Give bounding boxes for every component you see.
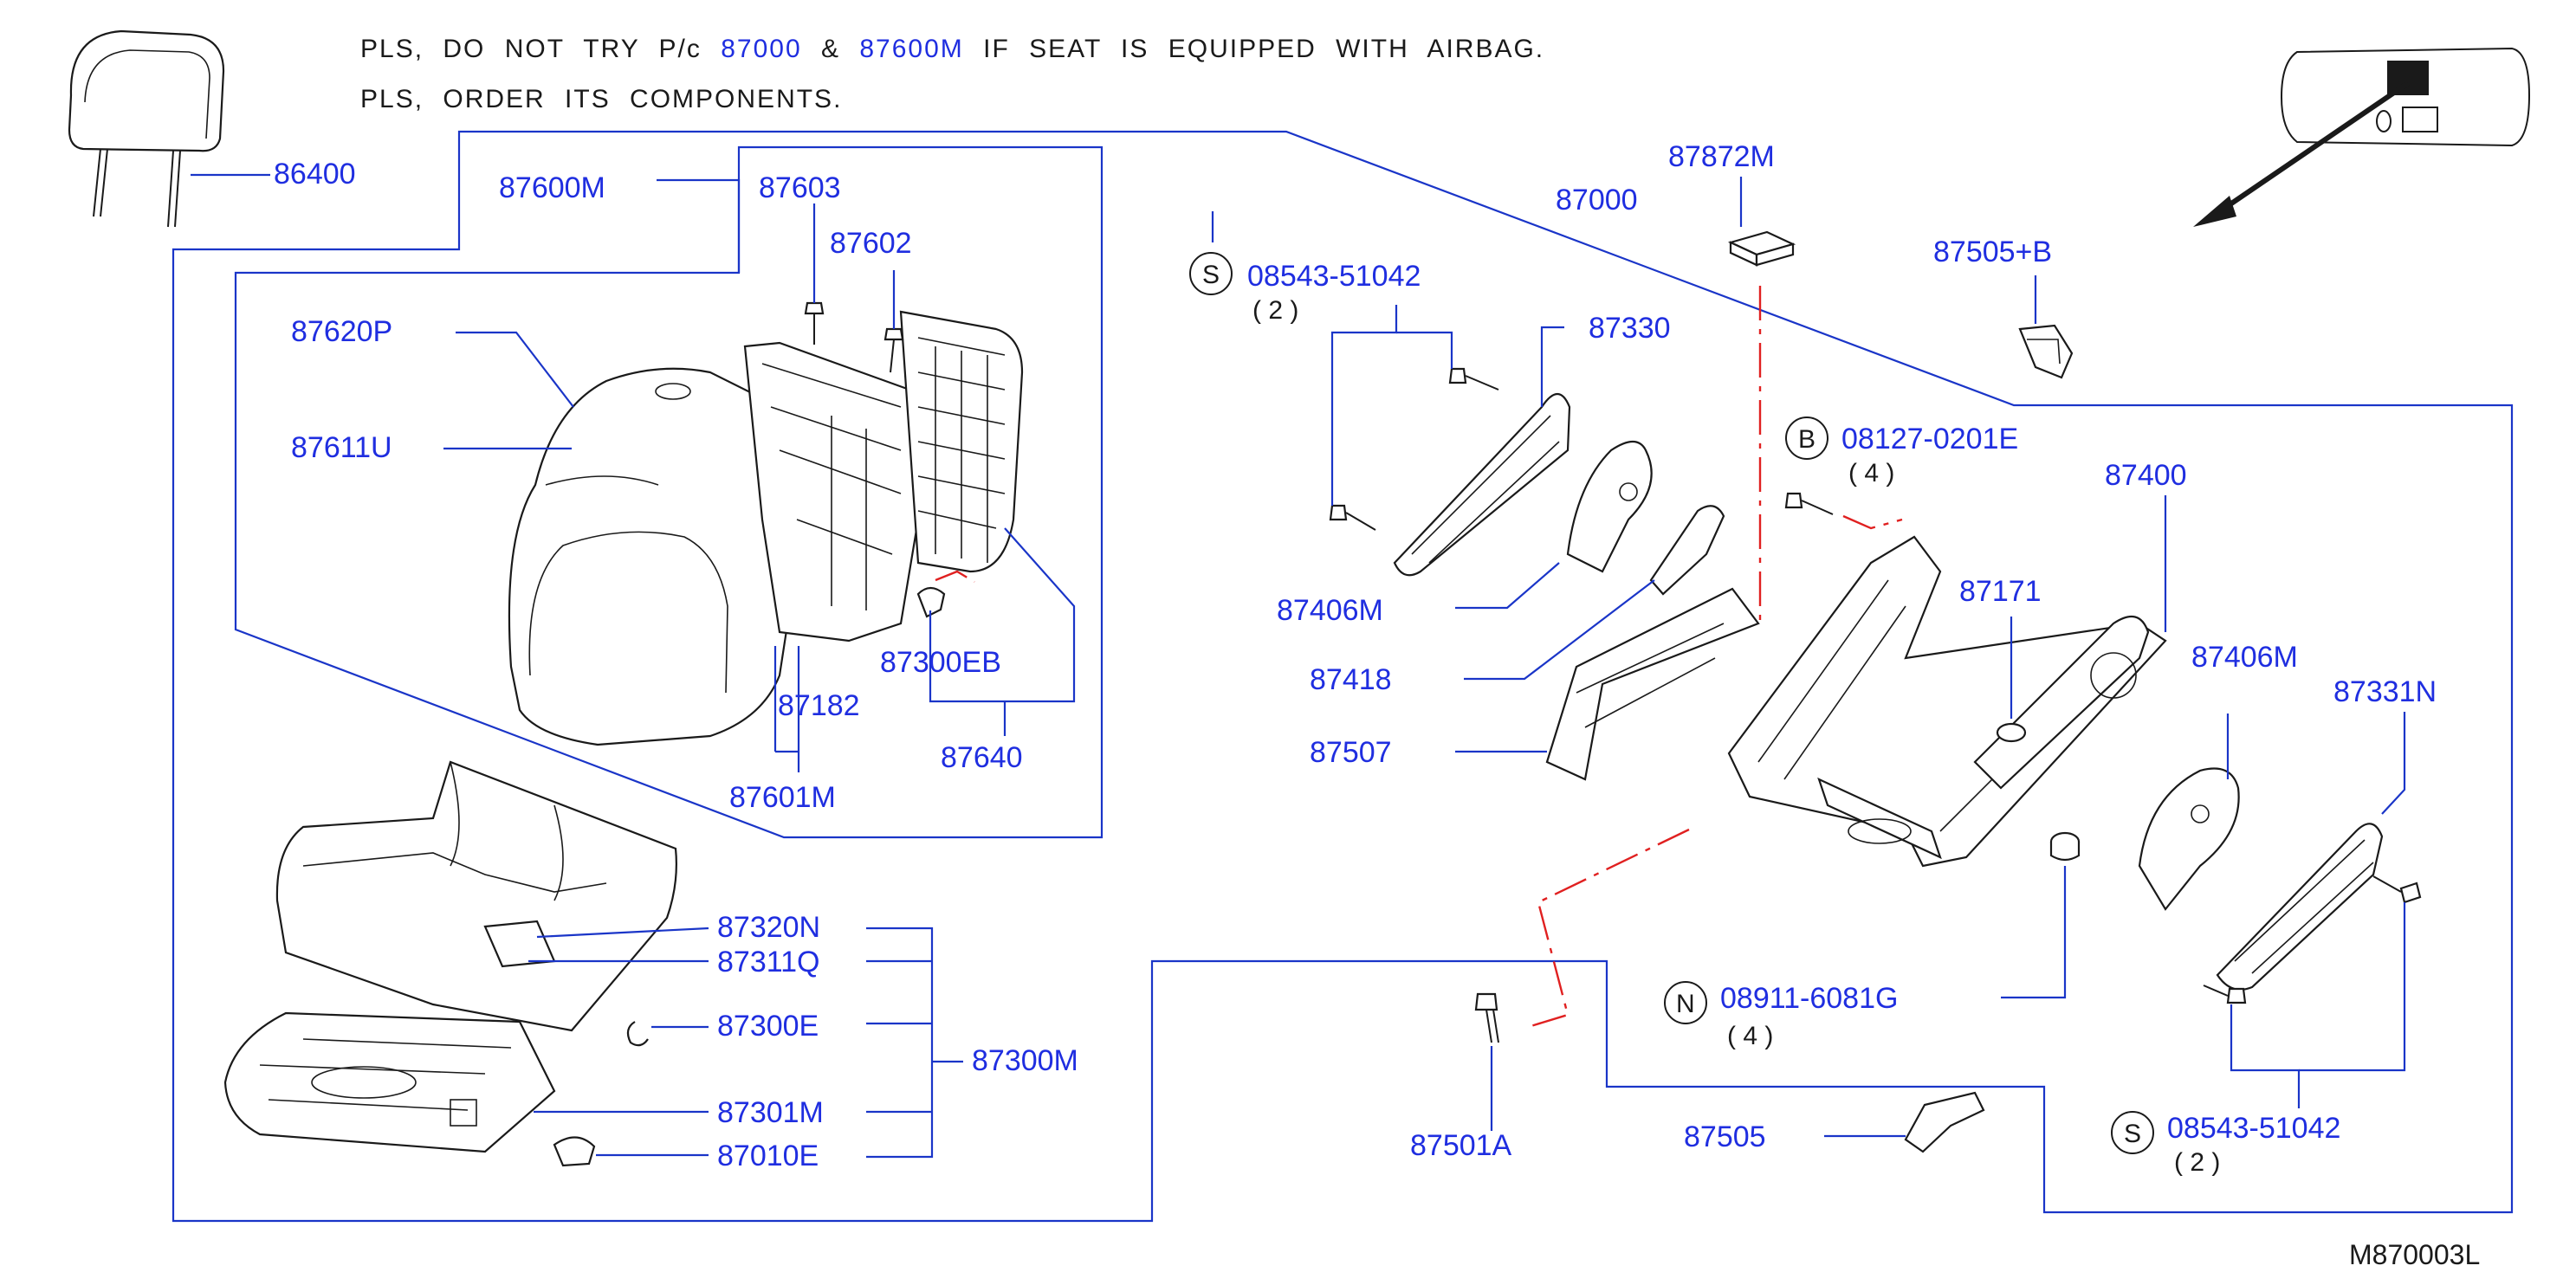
callout-87301M[interactable]: 87301M (717, 1096, 824, 1129)
diagram-code: M870003L (2349, 1239, 2480, 1270)
callout-labels: 86400 87600M 87603 87602 87620P 87611U 8… (274, 140, 2437, 1172)
callout-87611U[interactable]: 87611U (291, 431, 392, 464)
callout-87600M[interactable]: 87600M (499, 171, 605, 204)
callout-08127-0201E[interactable]: 08127-0201E (1841, 423, 2018, 455)
callout-87000[interactable]: 87000 (1556, 184, 1638, 216)
seat-cushion-drawing (223, 760, 677, 1167)
note-ampersand: & (821, 35, 841, 63)
callout-87010E[interactable]: 87010E (717, 1140, 819, 1172)
headrest-drawing (68, 29, 225, 228)
callout-87311Q[interactable]: 87311Q (717, 946, 819, 978)
group-boundaries (172, 130, 2514, 1223)
callout-87640[interactable]: 87640 (941, 741, 1023, 774)
callout-87620P[interactable]: 87620P (291, 315, 392, 348)
callout-87330[interactable]: 87330 (1589, 312, 1671, 345)
symbol-s-bottom: S (2124, 1120, 2141, 1148)
callout-86400[interactable]: 86400 (274, 158, 356, 190)
symbol-b: B (1798, 425, 1815, 454)
quantity-s-top: ( 2 ) (1252, 296, 1298, 325)
callout-87406M-left[interactable]: 87406M (1277, 594, 1383, 627)
note-text-post: IF SEAT IS EQUIPPED WITH AIRBAG. (983, 35, 1545, 63)
note-part-87600M[interactable]: 87600M (859, 35, 964, 63)
seat-frame-drawing (1329, 230, 2422, 1153)
callout-87171[interactable]: 87171 (1959, 575, 2042, 608)
callout-87501A[interactable]: 87501A (1410, 1129, 1512, 1162)
callout-87601M[interactable]: 87601M (729, 781, 836, 814)
callout-87872M[interactable]: 87872M (1668, 140, 1775, 173)
callout-87505[interactable]: 87505 (1684, 1120, 1766, 1153)
callout-87182[interactable]: 87182 (778, 689, 860, 722)
note-line-2: PLS, ORDER ITS COMPONENTS. (360, 85, 843, 113)
callout-87300M[interactable]: 87300M (972, 1044, 1078, 1077)
callout-87603[interactable]: 87603 (759, 171, 841, 204)
quantity-s-bottom: ( 2 ) (2174, 1148, 2220, 1177)
callout-87505B[interactable]: 87505+B (1933, 236, 2052, 268)
callout-87406M-right[interactable]: 87406M (2191, 641, 2298, 674)
note-line-1: PLS, DO NOT TRY P/c 87000 & 87600M IF SE… (360, 35, 1544, 64)
note-text-pre: PLS, DO NOT TRY P/c (360, 35, 702, 63)
callout-87602[interactable]: 87602 (830, 227, 912, 260)
seat-back-drawing (508, 301, 1024, 746)
quantity-b: ( 4 ) (1848, 459, 1894, 488)
symbol-s-top: S (1202, 261, 1220, 289)
callout-87300EB[interactable]: 87300EB (880, 646, 1001, 679)
callout-08543-51042-bottom[interactable]: 08543-51042 (2167, 1112, 2340, 1145)
vehicle-seat-locator-icon (2193, 47, 2531, 227)
callout-87400[interactable]: 87400 (2105, 459, 2187, 492)
fastener-symbols: S B N S (1189, 252, 2154, 1154)
callout-87418[interactable]: 87418 (1310, 663, 1392, 696)
quantity-n: ( 4 ) (1727, 1022, 1773, 1050)
symbol-n: N (1676, 990, 1695, 1018)
note-part-87000[interactable]: 87000 (721, 35, 802, 63)
callout-08543-51042-top[interactable]: 08543-51042 (1247, 260, 1421, 293)
quantity-labels: ( 2 ) ( 4 ) ( 4 ) ( 2 ) (1252, 296, 2220, 1177)
callout-08911-6081G[interactable]: 08911-6081G (1720, 982, 1898, 1015)
leader-lines (191, 173, 2406, 1159)
callout-87507[interactable]: 87507 (1310, 736, 1392, 769)
callout-87320N[interactable]: 87320N (717, 911, 820, 944)
callout-87300E[interactable]: 87300E (717, 1010, 819, 1043)
callout-87331N[interactable]: 87331N (2333, 675, 2437, 708)
